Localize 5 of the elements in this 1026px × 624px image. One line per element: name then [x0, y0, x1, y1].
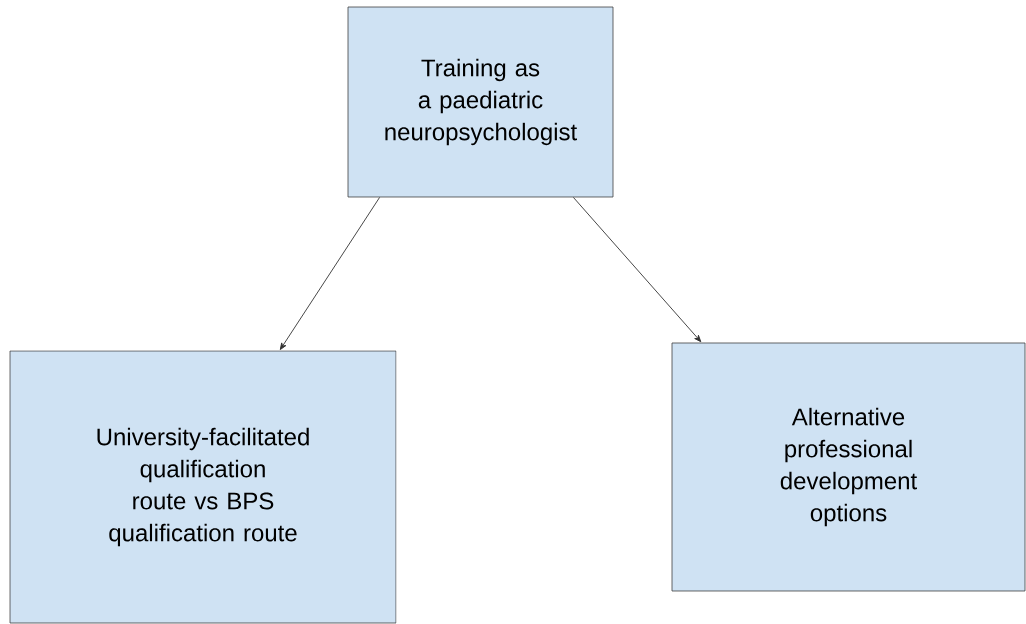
process-box: Alternative professional development options — [671, 342, 1026, 592]
arrow — [572, 196, 702, 343]
arrow — [279, 196, 381, 350]
process-box: Training as a paediatric neuropsychologist — [347, 6, 614, 198]
process-box: University-facilitated qualification route vs BPS qualification route — [9, 350, 397, 624]
